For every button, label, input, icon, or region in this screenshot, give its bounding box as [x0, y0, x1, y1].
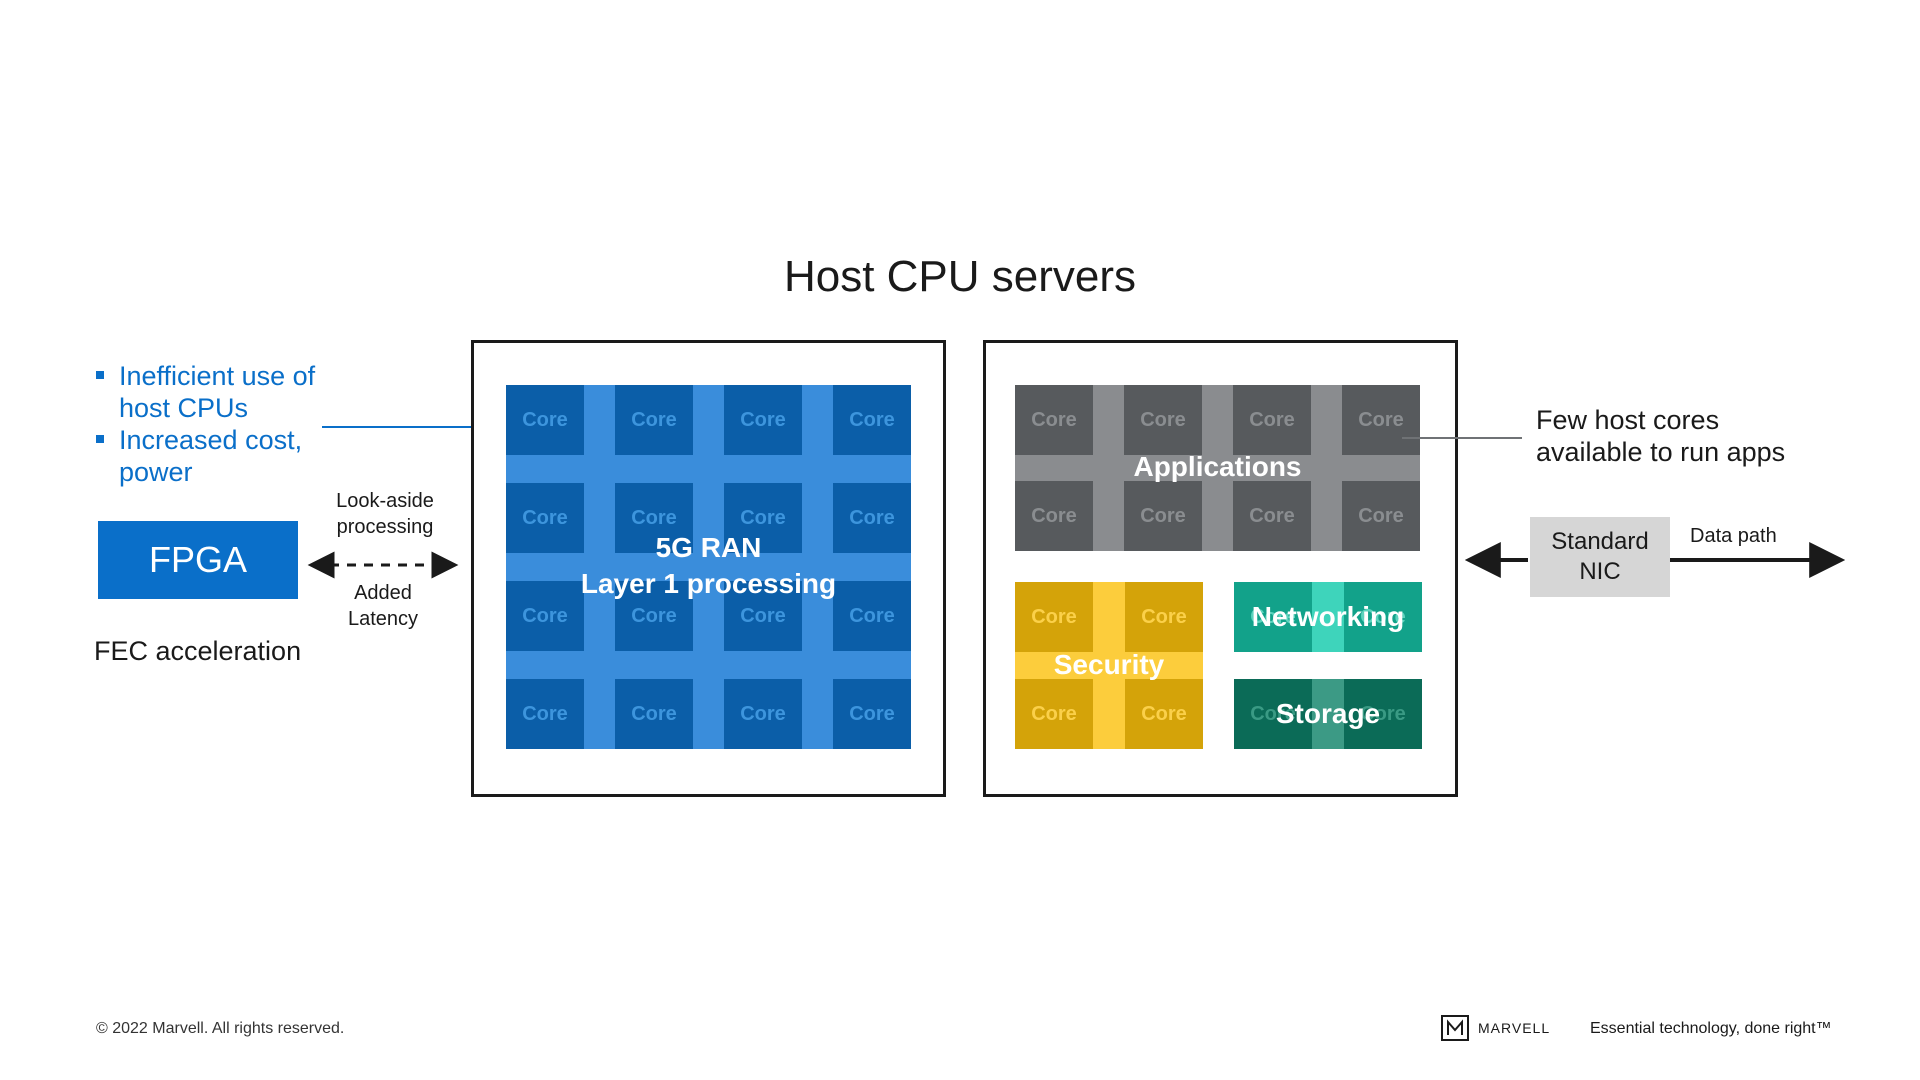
core-tile: Core: [724, 581, 802, 651]
core-tile: Core: [506, 581, 584, 651]
drawback-item: Inefficient use of host CPUs: [96, 360, 326, 424]
core-tile: Core: [724, 385, 802, 455]
copyright-text: © 2022 Marvell. All rights reserved.: [96, 1020, 345, 1037]
core-tile: Core: [1344, 679, 1422, 749]
latency-line-2: Latency: [347, 608, 419, 630]
nic-line-2: NIC: [1579, 558, 1621, 585]
core-tile: Core: [615, 679, 693, 749]
core-tile: Core: [1342, 481, 1420, 551]
core-tile: Core: [1124, 385, 1202, 455]
core-tile: Core: [1233, 481, 1311, 551]
core-tile: Core: [1125, 679, 1203, 749]
core-tile: Core: [1342, 385, 1420, 455]
applications-label: Applications: [1133, 451, 1302, 482]
drawback-item: Increased cost, power: [96, 424, 326, 488]
core-tile: Core: [1124, 481, 1202, 551]
core-tile: Core: [615, 483, 693, 553]
core-tile: Core: [833, 385, 911, 455]
ran-block-label: 5G RAN Layer 1 processing: [506, 530, 911, 602]
core-tile: Core: [506, 385, 584, 455]
diagram-title: Host CPU servers: [783, 252, 1137, 301]
nic-line-1: Standard: [1551, 528, 1649, 555]
marvell-logo: MARVELL: [1440, 1013, 1550, 1043]
core-tile: Core: [724, 483, 802, 553]
core-tile: Core: [615, 385, 693, 455]
core-tile: Core: [724, 679, 802, 749]
lookaside-label: Look-aside processing: [320, 488, 450, 540]
data-path-label: Data path: [1690, 525, 1777, 547]
marvell-logo-icon: [1441, 1015, 1469, 1041]
core-tile: Core: [506, 483, 584, 553]
few-cores-line-2: available to run apps: [1536, 437, 1786, 467]
core-tile: Core: [833, 483, 911, 553]
core-tile: Core: [1015, 385, 1093, 455]
few-cores-line-1: Few host cores: [1536, 405, 1720, 435]
tagline: Essential technology, done right™: [1590, 1020, 1832, 1037]
core-tile: Core: [615, 581, 693, 651]
security-label: Security: [1053, 649, 1165, 680]
few-cores-leader-line: [1402, 437, 1522, 439]
drawback-list: Inefficient use of host CPUs Increased c…: [96, 360, 326, 488]
core-tile: Core: [1015, 679, 1093, 749]
networking-label: Networking: [1251, 601, 1405, 632]
core-tile: Core: [506, 679, 584, 749]
ran-label-line-1: 5G RAN: [655, 532, 762, 563]
core-tile: Core: [1233, 385, 1311, 455]
core-tile: Core: [1125, 582, 1203, 652]
core-tile: Core: [1234, 582, 1312, 652]
core-tile: Core: [1234, 679, 1312, 749]
standard-nic-box: Standard NIC: [1530, 517, 1670, 597]
drawback-leader-line: [322, 426, 508, 428]
core-tile: Core: [1015, 481, 1093, 551]
fpga-caption: FEC acceleration: [94, 636, 302, 666]
lookaside-line-1: Look-aside: [336, 490, 434, 512]
ran-label-line-2: Layer 1 processing: [580, 568, 837, 599]
logo-wordmark: MARVELL: [1478, 1020, 1551, 1036]
core-tile: Core: [1344, 582, 1422, 652]
storage-label: Storage: [1275, 698, 1381, 729]
core-tile: Core: [1015, 582, 1093, 652]
fpga-box: FPGA: [98, 521, 298, 599]
core-tile: Core: [833, 679, 911, 749]
latency-line-1: Added: [354, 582, 412, 604]
core-tile: Core: [833, 581, 911, 651]
latency-label: Added Latency: [318, 580, 448, 632]
few-cores-note: Few host cores available to run apps: [1536, 404, 1785, 468]
lookaside-line-2: processing: [336, 516, 434, 538]
